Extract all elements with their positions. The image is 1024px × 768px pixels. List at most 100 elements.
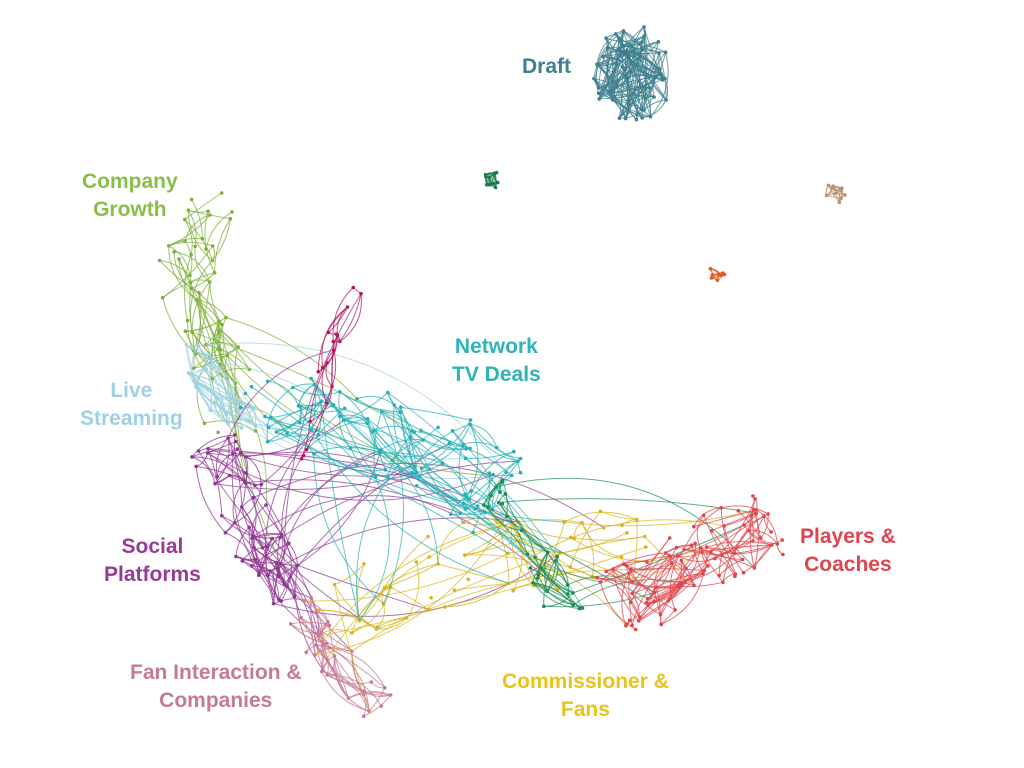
node: [324, 401, 329, 405]
node: [190, 455, 194, 459]
node: [253, 483, 257, 488]
node: [631, 49, 636, 54]
node: [630, 580, 634, 584]
edge: [706, 544, 773, 555]
edge: [267, 401, 322, 443]
edge: [178, 259, 197, 301]
node: [298, 404, 303, 408]
node: [208, 280, 212, 284]
edge: [331, 349, 335, 387]
node: [346, 696, 351, 700]
edge: [612, 569, 640, 622]
node: [183, 329, 188, 334]
node: [717, 573, 721, 578]
node: [342, 406, 347, 411]
edge: [251, 504, 267, 538]
node: [566, 592, 570, 596]
edge: [288, 543, 298, 566]
bridge-edge: [268, 427, 531, 559]
bridge-edge: [315, 521, 503, 656]
edge: [667, 548, 702, 602]
edge: [235, 441, 248, 484]
edge: [609, 77, 665, 92]
bridge-edge: [295, 565, 328, 676]
edge: [472, 475, 512, 533]
node: [490, 182, 495, 186]
node: [702, 568, 706, 573]
node: [308, 419, 312, 424]
bridge-edge: [334, 584, 370, 712]
edge: [227, 438, 243, 508]
label-draft: Draft: [522, 55, 572, 78]
edge: [241, 506, 264, 548]
node: [487, 175, 491, 179]
node: [210, 258, 215, 263]
node: [414, 560, 419, 564]
node: [710, 273, 715, 277]
node: [426, 534, 430, 539]
node: [464, 447, 469, 451]
edge: [321, 349, 334, 404]
node: [840, 186, 844, 190]
node: [640, 116, 644, 120]
node: [493, 185, 498, 190]
node: [351, 285, 356, 290]
edge: [598, 31, 625, 100]
node: [667, 536, 672, 540]
edge: [680, 560, 695, 586]
edge: [654, 592, 662, 625]
edge: [299, 422, 358, 466]
node: [276, 574, 281, 579]
edge: [350, 447, 381, 454]
edge: [225, 532, 260, 574]
bridge-edge: [313, 453, 384, 605]
node: [216, 430, 220, 435]
bridge-edge: [314, 384, 513, 524]
node: [359, 291, 363, 296]
edge: [305, 624, 330, 653]
edge: [706, 540, 772, 548]
edge: [351, 586, 392, 634]
edge: [612, 568, 641, 618]
node: [468, 418, 473, 422]
node: [625, 76, 630, 80]
edge: [635, 56, 641, 120]
edge: [328, 306, 348, 333]
node: [345, 305, 350, 309]
bridge-edge: [267, 460, 518, 548]
edge: [309, 386, 333, 422]
edge: [724, 512, 757, 527]
node: [733, 551, 737, 556]
node: [234, 554, 238, 559]
edge: [218, 330, 239, 348]
node: [754, 508, 759, 512]
node: [609, 91, 613, 95]
node: [610, 98, 615, 102]
node: [555, 554, 559, 559]
edge: [750, 514, 754, 542]
node: [656, 40, 661, 44]
node: [466, 577, 471, 582]
label-live-streaming: Live Streaming: [80, 379, 183, 430]
node: [415, 484, 419, 488]
node: [186, 208, 191, 212]
edge: [654, 568, 687, 594]
bridge-edge: [310, 378, 561, 554]
edge: [198, 292, 213, 359]
node: [843, 193, 847, 197]
node: [698, 546, 703, 550]
edge: [711, 530, 736, 575]
node: [709, 528, 714, 533]
node: [325, 673, 330, 677]
node: [615, 84, 619, 89]
node: [495, 180, 500, 185]
edge: [642, 99, 667, 119]
node: [314, 631, 319, 636]
node: [539, 566, 544, 570]
edge: [491, 460, 519, 510]
bridge-edge: [227, 349, 334, 439]
bridge-edge: [193, 379, 521, 480]
edge: [356, 398, 382, 412]
node: [617, 116, 622, 120]
node: [546, 550, 550, 554]
